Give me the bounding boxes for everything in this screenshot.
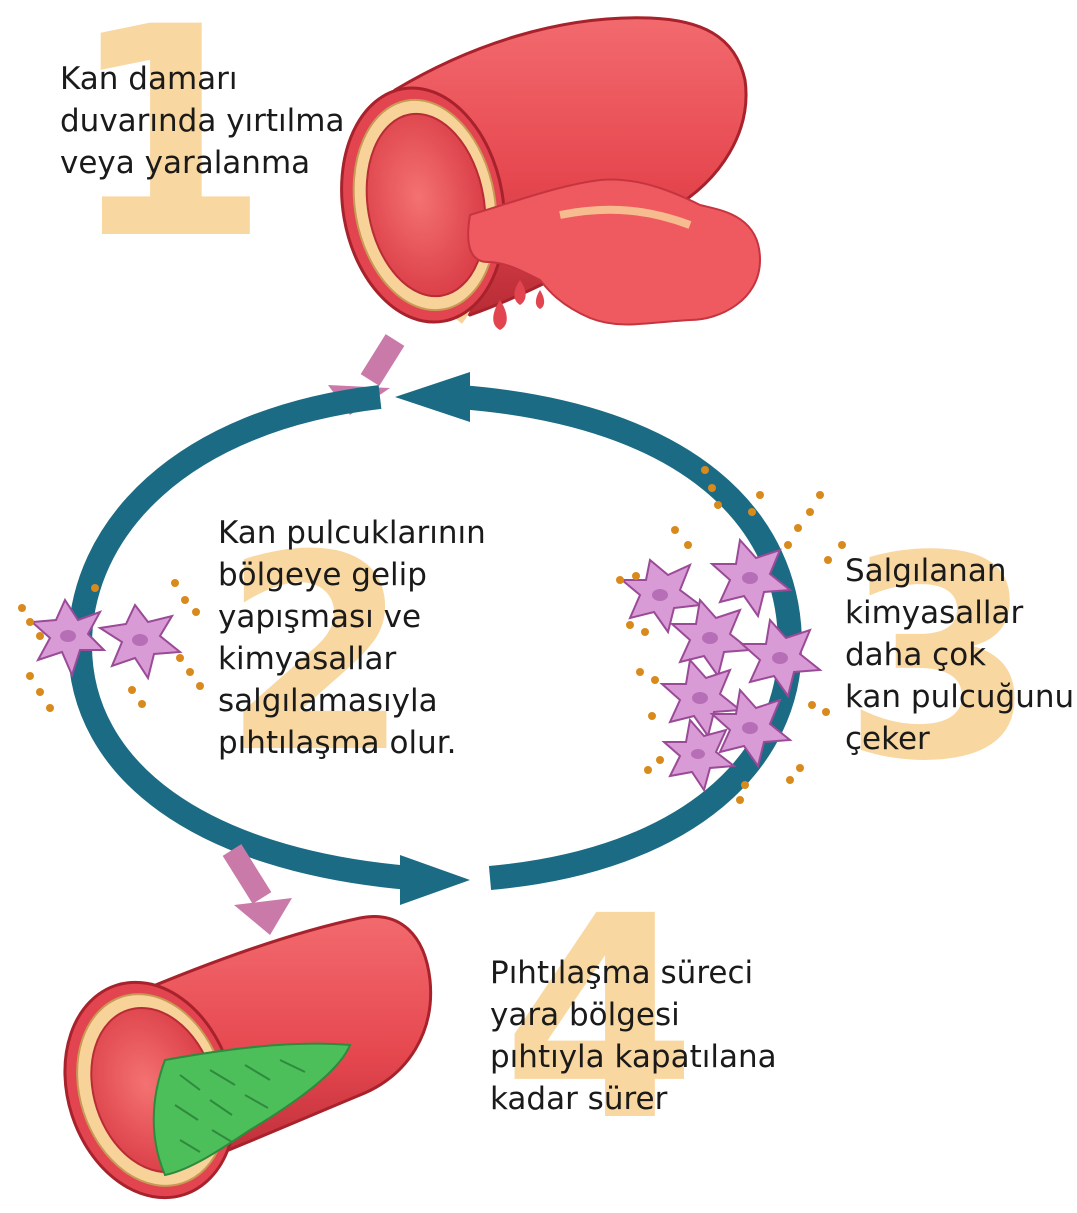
step-3-caption: Salgılanan kimyasallar daha çok kan pulc… bbox=[845, 550, 1074, 760]
caption-line: kimyasallar bbox=[845, 592, 1074, 634]
clotted-blood-vessel-icon bbox=[38, 917, 431, 1213]
torn-blood-vessel-icon bbox=[324, 18, 760, 335]
caption-line: Kan pulcuklarının bbox=[218, 512, 486, 554]
caption-line: salgılamasıyla bbox=[218, 680, 486, 722]
caption-line: kan pulcuğunu bbox=[845, 676, 1074, 718]
caption-line: kadar sürer bbox=[490, 1078, 777, 1120]
caption-line: bölgeye gelip bbox=[218, 554, 486, 596]
caption-line: Pıhtılaşma süreci bbox=[490, 952, 777, 994]
platelet-icon bbox=[622, 560, 700, 632]
caption-line: veya yaralanma bbox=[60, 142, 344, 184]
platelet-icon bbox=[100, 605, 180, 678]
caption-line: yapışması ve bbox=[218, 596, 486, 638]
step-4-caption: Pıhtılaşma süreci yara bölgesi pıhtıyla … bbox=[490, 952, 777, 1120]
caption-line: Salgılanan bbox=[845, 550, 1074, 592]
platelet-icon bbox=[672, 600, 750, 676]
caption-line: pıhtıyla kapatılana bbox=[490, 1036, 777, 1078]
caption-line: daha çok bbox=[845, 634, 1074, 676]
caption-line: çeker bbox=[845, 718, 1074, 760]
caption-line: kimyasallar bbox=[218, 638, 486, 680]
caption-line: yara bölgesi bbox=[490, 994, 777, 1036]
platelet-icon bbox=[742, 620, 820, 696]
caption-line: duvarında yırtılma bbox=[60, 100, 344, 142]
caption-line: pıhtılaşma olur. bbox=[218, 722, 486, 764]
caption-line: Kan damarı bbox=[60, 58, 344, 100]
step-1-caption: Kan damarı duvarında yırtılma veya yaral… bbox=[60, 58, 344, 184]
step-2-caption: Kan pulcuklarının bölgeye gelip yapışmas… bbox=[218, 512, 486, 764]
